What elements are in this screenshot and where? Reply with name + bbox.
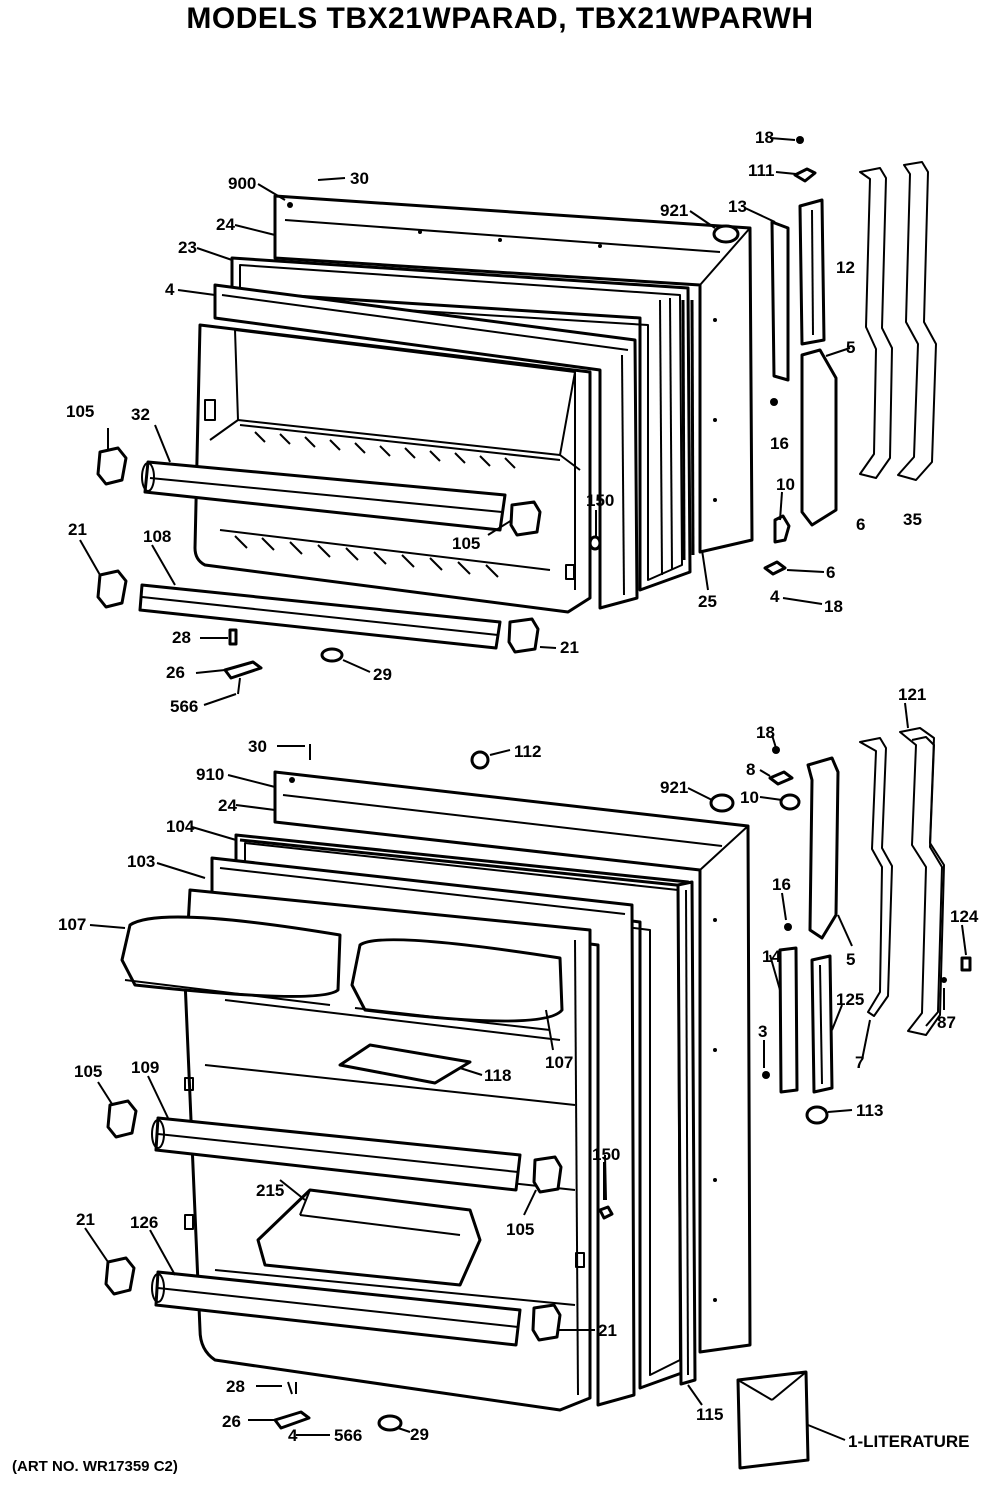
callout-5: 5 (846, 338, 855, 357)
callout-16-ff: 16 (772, 875, 791, 894)
callout-150-ff: 150 (592, 1145, 620, 1164)
callout-28: 28 (172, 628, 191, 647)
callout-literature: 1-LITERATURE (848, 1432, 970, 1451)
callout-124: 124 (950, 907, 979, 926)
freezer-door-liner-frame (213, 283, 639, 610)
callout-107b: 107 (545, 1053, 573, 1072)
callout-12: 12 (836, 258, 855, 277)
callout-23: 23 (178, 238, 197, 257)
callout-10: 10 (776, 475, 795, 494)
callout-3: 3 (758, 1022, 767, 1041)
freezer-outer-door-panel (273, 194, 754, 554)
freezer-hinge-parts (763, 136, 937, 576)
callout-18b: 18 (824, 597, 843, 616)
callout-6b: 6 (826, 563, 835, 582)
callout-87: 87 (937, 1013, 956, 1032)
callout-30: 30 (350, 169, 369, 188)
callout-18-ff: 18 (756, 723, 775, 742)
fresh-food-door-bin (256, 1188, 482, 1287)
fresh-food-gasket-strip (676, 880, 697, 1386)
fresh-food-outer-door-panel (273, 770, 752, 1354)
callout-7: 7 (855, 1053, 864, 1072)
fresh-food-hinge-parts (762, 727, 972, 1125)
callout-103: 103 (127, 852, 155, 871)
fresh-food-hardware (273, 744, 735, 1432)
callout-35: 35 (903, 510, 922, 529)
callout-900: 900 (228, 174, 256, 193)
callout-566-ff: 566 (334, 1426, 362, 1445)
callout-24: 24 (216, 215, 235, 234)
callout-26-ff: 26 (222, 1412, 241, 1431)
callout-21b-ff: 21 (598, 1321, 617, 1340)
callout-21-ff: 21 (76, 1210, 95, 1229)
callout-105b-ff: 105 (506, 1220, 534, 1239)
callout-16: 16 (770, 434, 789, 453)
fresh-food-door-assembly (104, 727, 972, 1470)
callout-30-ff: 30 (248, 737, 267, 756)
callout-121: 121 (898, 685, 926, 704)
callout-566: 566 (170, 697, 198, 716)
freezer-shelf-supports (96, 446, 542, 654)
callout-6: 6 (856, 515, 865, 534)
freezer-door-liner (193, 323, 592, 614)
callout-910: 910 (196, 765, 224, 784)
callout-5-ff: 5 (846, 950, 855, 969)
freezer-lower-shelf-bar (138, 583, 502, 650)
callout-labels: 900 30 24 23 4 921 13 12 111 18 5 16 6 3… (58, 128, 979, 1451)
callout-108: 108 (143, 527, 171, 546)
callout-115: 115 (696, 1405, 723, 1424)
callout-215: 215 (256, 1181, 284, 1200)
callout-921-ff: 921 (660, 778, 688, 797)
callout-21: 21 (68, 520, 87, 539)
callout-10-ff: 10 (740, 788, 759, 807)
callout-105: 105 (66, 402, 94, 421)
callout-105b: 105 (452, 534, 480, 553)
callout-26: 26 (166, 663, 185, 682)
freezer-shelf-bar (141, 460, 507, 532)
callout-112: 112 (514, 742, 541, 761)
page-title: MODELS TBX21WPARAD, TBX21WPARWH (186, 2, 814, 35)
callout-4b: 4 (770, 587, 780, 606)
freezer-door-assembly (96, 136, 937, 695)
callout-105-ff: 105 (74, 1062, 102, 1081)
callout-107: 107 (58, 915, 86, 934)
fresh-food-shelf-supports (104, 1099, 563, 1342)
callout-29-ff: 29 (410, 1425, 429, 1444)
callout-126: 126 (130, 1213, 158, 1232)
fresh-food-shelf-bars (151, 1116, 522, 1347)
freezer-hardware (223, 224, 740, 695)
callout-29: 29 (373, 665, 392, 684)
callout-21b: 21 (560, 638, 579, 657)
callout-8: 8 (746, 760, 755, 779)
callout-24-ff: 24 (218, 796, 237, 815)
callout-13: 13 (728, 197, 747, 216)
fresh-food-dairy-bins (120, 915, 564, 1085)
art-number: (ART NO. WR17359 C2) (12, 1458, 178, 1475)
callout-118: 118 (484, 1066, 511, 1085)
callout-4: 4 (165, 280, 175, 299)
callout-125: 125 (836, 990, 864, 1009)
callout-18: 18 (755, 128, 774, 147)
callout-104: 104 (166, 817, 195, 836)
callout-28-ff: 28 (226, 1377, 245, 1396)
leader-lines (79, 137, 967, 1441)
freezer-gasket-strip (681, 299, 695, 561)
callout-921: 921 (660, 201, 688, 220)
callout-32: 32 (131, 405, 150, 424)
callout-25: 25 (698, 592, 717, 611)
callout-14: 14 (762, 947, 781, 966)
callout-111: 111 (748, 161, 775, 180)
callout-150: 150 (586, 491, 614, 510)
literature-envelope (736, 1370, 810, 1470)
callout-113: 113 (856, 1101, 883, 1120)
callout-4-ff: 4 (288, 1426, 298, 1445)
callout-109: 109 (131, 1058, 159, 1077)
